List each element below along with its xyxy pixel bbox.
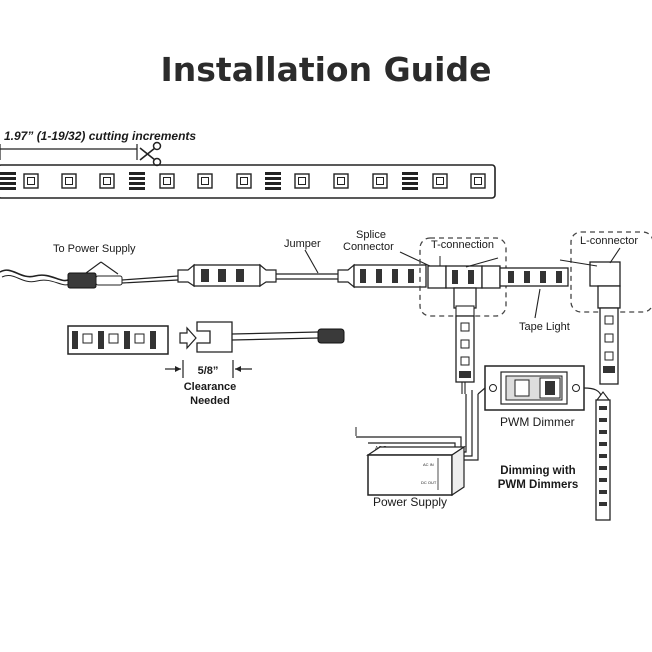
power-plug <box>67 272 97 289</box>
scissors-icon <box>139 141 162 167</box>
power-cable <box>0 269 69 282</box>
to-power-supply-label: To Power Supply <box>53 243 136 255</box>
power-plug-tip <box>95 275 123 286</box>
cutting-increments-label: 1.97” (1-19/32) cutting increments <box>4 129 196 143</box>
clearance-value: 5/8” <box>198 365 219 377</box>
splice-label-line1: Splice <box>356 229 386 241</box>
tape-light-label: Tape Light <box>519 321 570 333</box>
jumper-label: Jumper <box>284 238 321 250</box>
dimmer-wiring: PWM Dimmer AC Power AC IN DC OUT Power S… <box>355 365 611 521</box>
l-branch-tape <box>599 307 619 385</box>
dimming-label-line2: PWM Dimmers <box>498 479 579 491</box>
t-connection-label: T-connection <box>431 239 494 251</box>
svg-text:AC IN: AC IN <box>423 462 434 467</box>
clearance-label-line1: Clearance <box>184 381 237 393</box>
svg-text:DC OUT: DC OUT <box>421 480 437 485</box>
page-title: Installation Guide <box>160 50 492 89</box>
clearance-detail: 5/8” Clearance Needed <box>67 321 345 407</box>
clearance-label-line2: Needed <box>190 395 230 407</box>
pwm-dimmer-label: PWM Dimmer <box>500 415 575 429</box>
l-connector-label: L-connector <box>580 235 638 247</box>
arrow-right-icon <box>179 326 197 350</box>
dimming-label-line1: Dimming with <box>500 465 575 477</box>
power-supply-label: Power Supply <box>373 495 447 509</box>
tape-light-segment <box>499 267 569 287</box>
cutting-increment-strip: 1.97” (1-19/32) cutting increments <box>0 129 496 199</box>
clearance-plug <box>317 328 345 344</box>
splice-label-line2: Connector <box>343 241 394 253</box>
power-supply <box>367 454 453 496</box>
connection-run: To Power Supply Jumper Splice Connector … <box>0 229 652 385</box>
